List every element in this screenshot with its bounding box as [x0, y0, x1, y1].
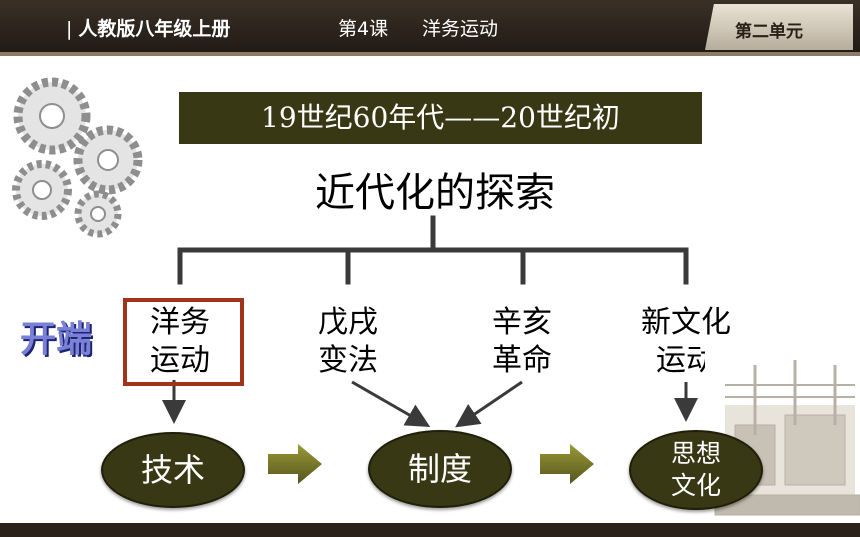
branch-wuxu-line2: 变法 [318, 343, 378, 378]
branch-yangwu-line1: 洋务 [150, 305, 210, 340]
highlight-box [123, 298, 244, 386]
unit-tab [705, 4, 853, 50]
branch-yangwu: 洋务 运动 [134, 304, 226, 380]
unit-label: 第二单元 [735, 22, 803, 42]
start-label: 开端 [20, 319, 93, 360]
branch-yangwu-line2: 运动 [150, 343, 210, 378]
level-thought-line2: 文化 [670, 471, 721, 500]
arrow-xinhai-to-system [455, 380, 523, 428]
factory-photo [705, 345, 860, 523]
period-banner: 19世纪60年代——20世纪初 [179, 92, 702, 144]
footer-bar [0, 523, 860, 537]
flow-arrow-2 [540, 444, 594, 484]
block-arrows [268, 444, 594, 484]
gears-decoration [12, 77, 143, 238]
header-divider [0, 52, 860, 56]
branch-wuxu: 戊戌 变法 [302, 304, 394, 380]
flow-arrow-1 [268, 444, 322, 484]
branch-wuxu-line1: 戊戌 [318, 305, 378, 340]
lesson-title: 洋务运动 [422, 18, 499, 40]
branch-newculture-line1: 新文化 [641, 305, 731, 340]
branch-xinhai: 辛亥 革命 [476, 304, 568, 380]
book-title: |人教版八年级上册 [66, 18, 231, 40]
level-thought-line1: 思想 [670, 439, 721, 468]
level-technology: 技术 [101, 432, 245, 508]
lesson-number: 第4课 [338, 18, 389, 40]
level-system: 制度 [368, 430, 512, 508]
main-title: 近代化的探索 [315, 170, 555, 216]
arrow-wuxu-to-system [351, 380, 431, 427]
branch-xinhai-line1: 辛亥 [492, 305, 552, 340]
level-thought: 思想 文化 [629, 430, 763, 510]
branch-xinhai-line2: 革命 [492, 343, 552, 378]
